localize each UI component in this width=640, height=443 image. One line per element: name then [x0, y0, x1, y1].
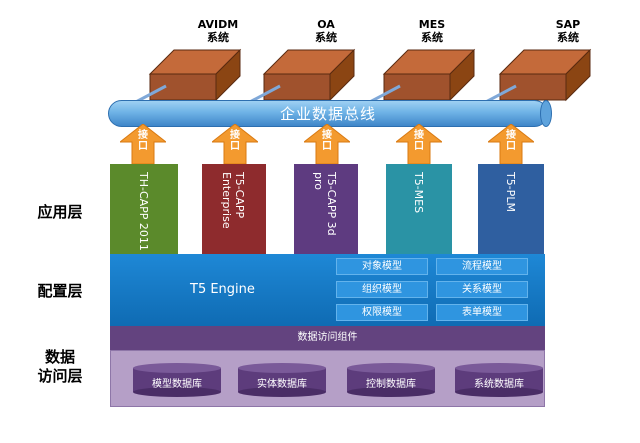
config-layer: T5 Engine 对象模型 流程模型 组织模型 关系模型 权限模型 表单模型 [110, 254, 545, 326]
database-icon [347, 363, 435, 397]
database-control: 控制数据库 [347, 363, 435, 397]
database-icon [455, 363, 543, 397]
bus-label: 企业数据总线 [279, 105, 376, 123]
config-item-org-model: 组织模型 [336, 281, 428, 298]
interface-arrow-4: 接口 [394, 123, 444, 165]
interface-label: 接口 [414, 130, 424, 152]
system-box-oa [245, 48, 356, 106]
system-box-avidm [131, 48, 242, 106]
interface-label: 接口 [138, 130, 148, 152]
system-box-sap [481, 48, 592, 106]
module-th-capp-2011: TH-CAPP 2011 [110, 164, 178, 256]
config-item-permission-model: 权限模型 [336, 304, 428, 321]
config-item-relation-model: 关系模型 [436, 281, 528, 298]
engine-label: T5 Engine [190, 282, 255, 297]
database-icon [133, 363, 221, 397]
layer-label-app: 应用层 [37, 203, 83, 221]
interface-arrow-2: 接口 [210, 123, 260, 165]
config-item-object-model: 对象模型 [336, 258, 428, 275]
system-box-mes [365, 48, 476, 106]
interface-label: 接口 [322, 130, 332, 152]
module-t5-mes: T5-MES [386, 164, 452, 256]
config-item-process-model: 流程模型 [436, 258, 528, 275]
bus-end-cap [540, 100, 552, 127]
data-access-component: 数据访问组件 [110, 326, 545, 350]
interface-label: 接口 [230, 130, 240, 152]
module-t5-capp-3d-pro: T5-CAPP 3d pro [294, 164, 358, 256]
enterprise-data-bus: 企业数据总线 [108, 100, 548, 127]
database-area: 模型数据库 实体数据库 控制数据库 系统数据库 [110, 350, 545, 407]
interface-label: 接口 [506, 130, 516, 152]
module-t5-plm: T5-PLM [478, 164, 544, 256]
module-t5-capp-enterprise: T5-CAPP Enterprise [202, 164, 266, 256]
database-icon [238, 363, 326, 397]
database-entity: 实体数据库 [238, 363, 326, 397]
interface-arrow-5: 接口 [486, 123, 536, 165]
database-model: 模型数据库 [133, 363, 221, 397]
layer-label-config: 配置层 [37, 282, 83, 300]
layer-label-data: 数据访问层 [37, 348, 83, 385]
config-item-form-model: 表单模型 [436, 304, 528, 321]
database-system: 系统数据库 [455, 363, 543, 397]
interface-arrow-1: 接口 [118, 123, 168, 165]
interface-arrow-3: 接口 [302, 123, 352, 165]
